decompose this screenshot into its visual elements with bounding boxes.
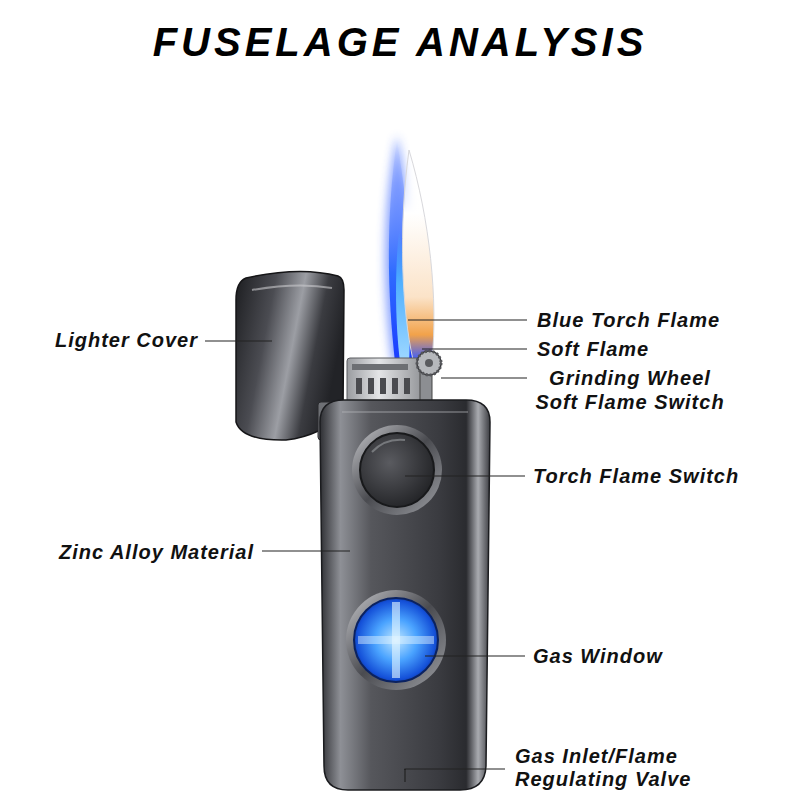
gas-window: [346, 590, 446, 690]
grinding-wheel: [417, 351, 441, 402]
flames: [385, 135, 434, 362]
part-label: Grinding Wheel Soft Flame Switch: [530, 366, 730, 414]
part-label: Gas Window: [533, 644, 663, 668]
torch-switch: [352, 425, 442, 515]
figure-title: FUSELAGE ANALYSIS: [0, 20, 800, 65]
part-label: Torch Flame Switch: [533, 464, 739, 488]
part-label: Soft Flame: [537, 337, 649, 361]
chimney: [347, 358, 427, 404]
part-label: Lighter Cover: [55, 328, 198, 352]
part-label: Gas Inlet/Flame Regulating Valve: [515, 745, 725, 791]
lighter-body: [320, 400, 490, 790]
part-label: Zinc Alloy Material: [59, 540, 254, 564]
part-label: Blue Torch Flame: [537, 308, 720, 332]
